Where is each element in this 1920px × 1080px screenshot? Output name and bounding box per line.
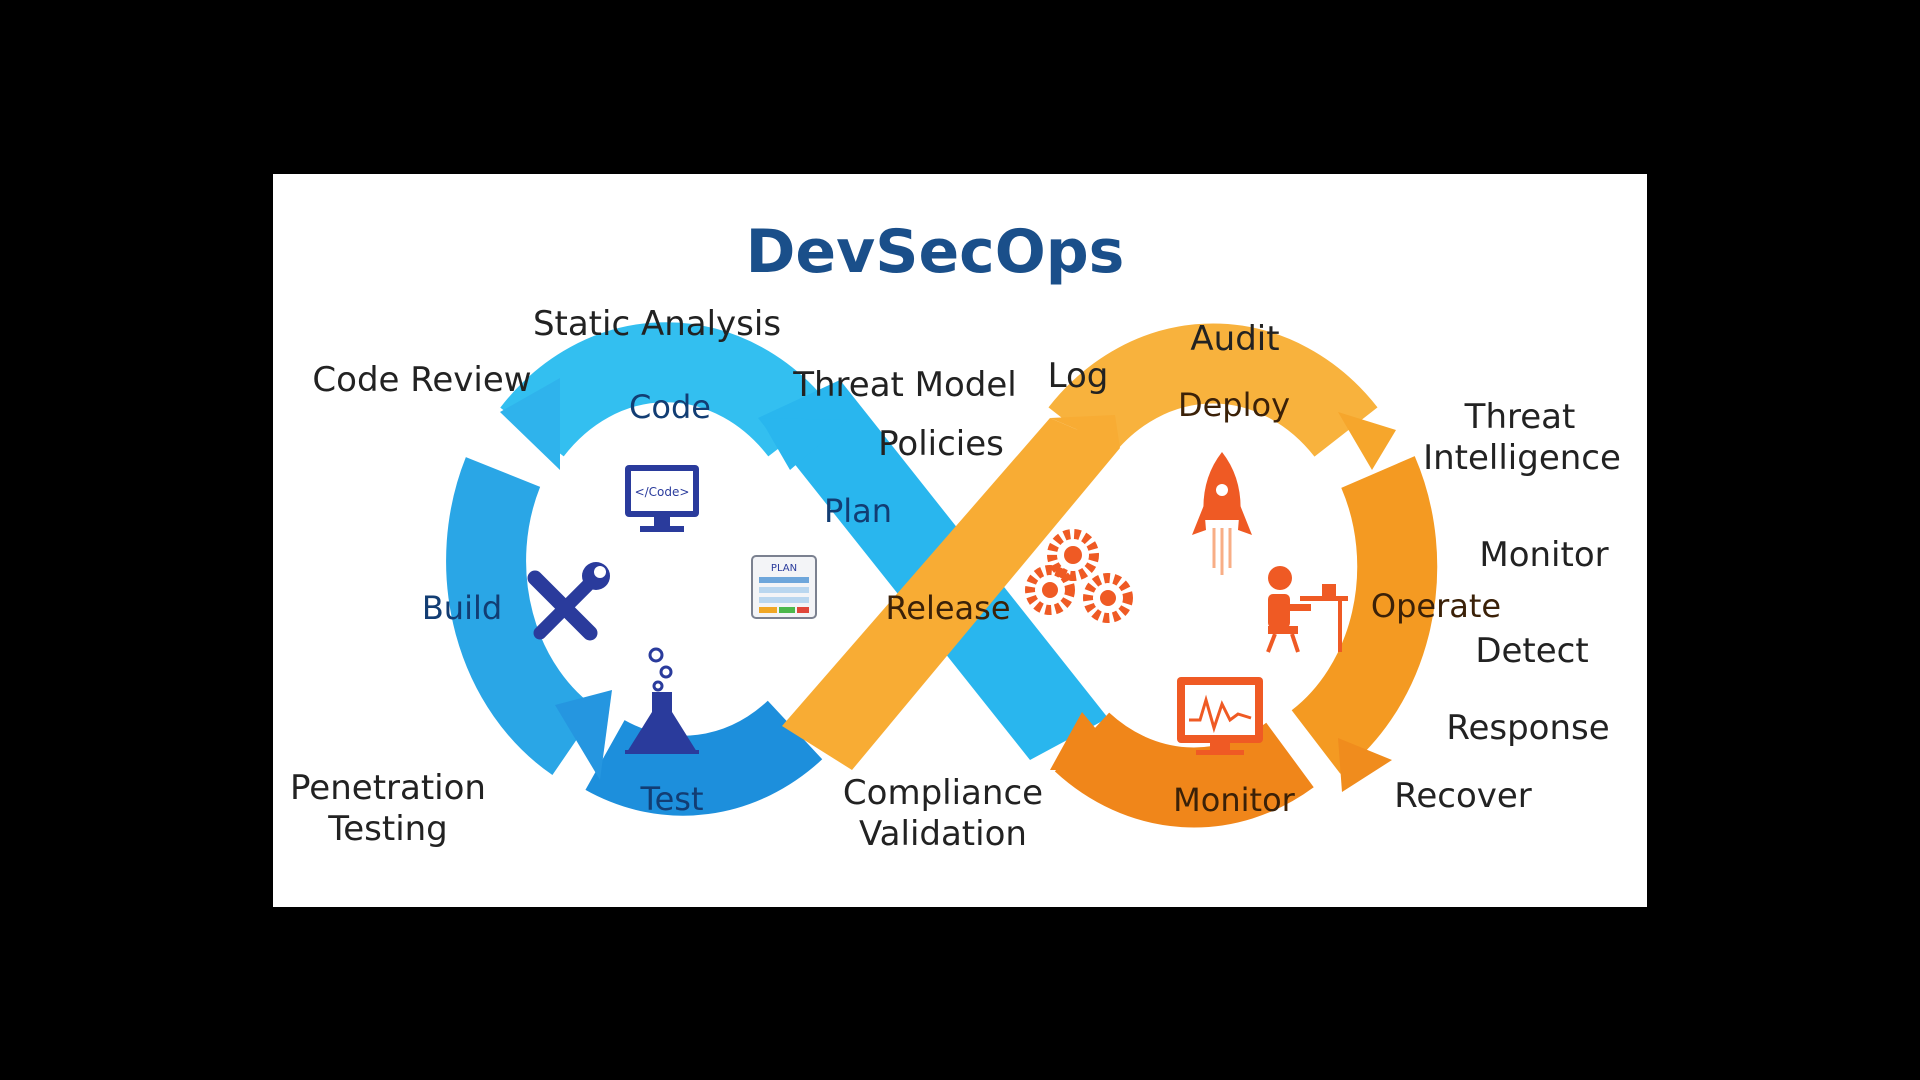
annotation-response: Response [1446,708,1609,748]
diagram-title: DevSecOps [746,217,1125,287]
annotation-recover: Recover [1394,776,1532,816]
stage-deploy: Deploy [1178,386,1290,424]
annotation-code-review: Code Review [312,360,531,400]
annotation-threat-intel-line1: Threat [1464,397,1576,437]
annotation-audit: Audit [1190,319,1279,359]
annotation-penetration-line2: Testing [327,809,448,849]
annotation-static-analysis: Static Analysis [533,304,781,344]
stage-monitor: Monitor [1173,781,1295,819]
annotation-threat-intel-line2: Intelligence [1423,438,1621,478]
annotation-log: Log [1048,356,1109,396]
stage-code: Code [629,388,711,426]
annotation-threat-model: Threat Model [792,365,1017,405]
plan-board-icon: PLAN [752,556,816,618]
annotation-policies: Policies [878,424,1004,464]
stage-operate: Operate [1371,587,1501,625]
stage-release: Release [885,589,1010,627]
annotation-penetration-line1: Penetration [290,768,486,808]
annotation-detect: Detect [1475,631,1588,671]
annotation-compliance-line1: Compliance [843,773,1043,813]
svg-text:PLAN: PLAN [771,563,797,574]
stage-build: Build [422,589,502,627]
stage-plan: Plan [824,492,892,530]
annotation-monitor: Monitor [1479,535,1608,575]
annotation-compliance-line2: Validation [859,814,1027,854]
svg-text:</Code>: </Code> [635,485,690,499]
stage-test: Test [639,780,703,818]
